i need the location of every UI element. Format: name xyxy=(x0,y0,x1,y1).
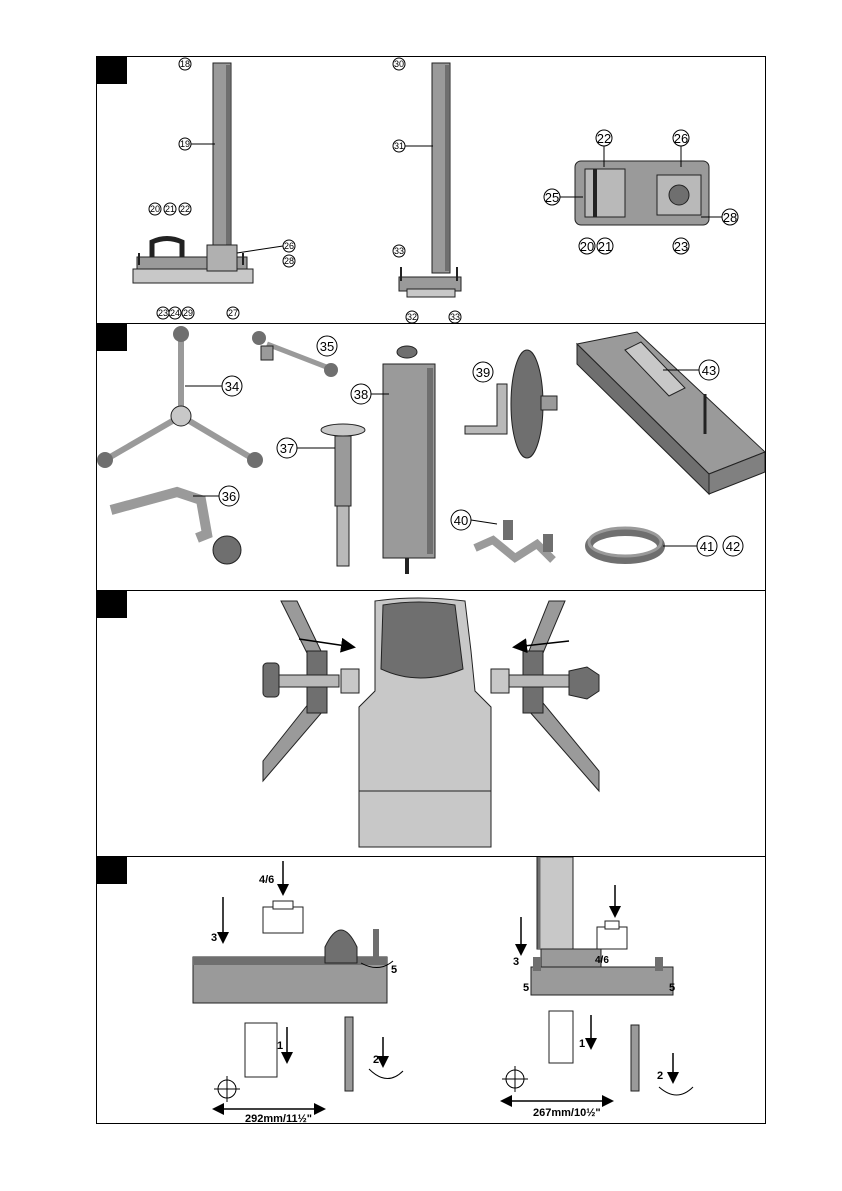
callout-31: 31 xyxy=(393,140,433,152)
svg-text:21: 21 xyxy=(598,239,612,254)
step-5-right-b: 5 xyxy=(669,982,675,994)
vacuum-spindle xyxy=(321,424,365,566)
callout-26: 26 xyxy=(237,240,295,253)
step-2-right: 2 xyxy=(657,1070,663,1082)
step-5-right-a: 5 xyxy=(523,982,529,994)
dimension-right: 267mm/10½" xyxy=(533,1107,601,1119)
svg-text:26: 26 xyxy=(674,131,688,146)
svg-text:30: 30 xyxy=(394,59,404,69)
svg-text:23: 23 xyxy=(158,308,168,318)
svg-text:20: 20 xyxy=(580,239,594,254)
svg-text:22: 22 xyxy=(180,204,190,214)
panel-1: 18 19 20 21 22 26 28 23 24 29 27 30 31 3… xyxy=(97,57,765,323)
svg-text:28: 28 xyxy=(284,256,294,266)
svg-text:34: 34 xyxy=(225,379,239,394)
base-plate-top-view xyxy=(575,161,709,225)
svg-text:32: 32 xyxy=(407,312,417,322)
callout-22: 22 xyxy=(179,203,191,215)
step-3-right: 3 xyxy=(513,956,519,968)
svg-text:43: 43 xyxy=(702,363,716,378)
svg-text:39: 39 xyxy=(476,365,490,380)
right-base-side-view xyxy=(502,857,673,1092)
panel-1-drawing: 18 19 20 21 22 26 28 23 24 29 27 30 31 3… xyxy=(97,57,765,323)
callout-32: 32 xyxy=(406,311,418,323)
callout-23: 23 xyxy=(157,307,169,319)
svg-text:23: 23 xyxy=(674,239,688,254)
callout-20-top: 20 xyxy=(579,238,595,254)
callout-21-top: 21 xyxy=(597,238,613,254)
rotate-2-left xyxy=(369,1069,403,1079)
svg-text:35: 35 xyxy=(320,339,334,354)
callout-34: 34 xyxy=(185,376,242,396)
svg-text:29: 29 xyxy=(183,308,193,318)
left-drill-stand xyxy=(133,63,253,283)
svg-text:21: 21 xyxy=(165,204,175,214)
callout-29: 29 xyxy=(182,307,194,319)
callout-33-bottom: 33 xyxy=(449,311,461,323)
left-base-side-view xyxy=(193,901,387,1102)
left-leg-assembly xyxy=(263,601,359,781)
callout-30: 30 xyxy=(393,58,405,70)
figure-frame: 18 19 20 21 22 26 28 23 24 29 27 30 31 3… xyxy=(96,56,766,1124)
svg-text:27: 27 xyxy=(228,308,238,318)
right-leg-assembly xyxy=(491,601,599,791)
callout-40: 40 xyxy=(451,510,497,530)
seal-ring xyxy=(589,528,661,560)
svg-text:33: 33 xyxy=(394,246,404,256)
panel-2: 34 35 36 37 xyxy=(97,324,765,590)
callout-39: 39 xyxy=(473,362,493,382)
callout-21: 21 xyxy=(164,203,176,215)
callout-24: 24 xyxy=(169,307,181,319)
callout-27: 27 xyxy=(227,307,239,319)
svg-text:33: 33 xyxy=(450,312,460,322)
vacuum-base-plate xyxy=(577,332,765,494)
svg-text:22: 22 xyxy=(597,131,611,146)
rail-clamp xyxy=(475,520,553,560)
panel-4: 4/6 3 5 1 2 292mm/11½" xyxy=(97,857,765,1123)
callout-28: 28 xyxy=(283,255,295,267)
svg-text:24: 24 xyxy=(170,308,180,318)
svg-text:36: 36 xyxy=(222,489,236,504)
callout-33-top: 33 xyxy=(393,245,405,257)
svg-text:25: 25 xyxy=(545,190,559,205)
column-section xyxy=(383,346,435,574)
dimension-left: 292mm/11½" xyxy=(245,1113,312,1123)
right-drill-stand xyxy=(399,63,461,297)
panel-3 xyxy=(97,591,765,856)
svg-text:18: 18 xyxy=(180,59,190,69)
step-1-right: 1 xyxy=(579,1038,585,1050)
svg-text:20: 20 xyxy=(150,204,160,214)
svg-text:28: 28 xyxy=(723,210,737,225)
step-1-left: 1 xyxy=(277,1040,283,1052)
panel-2-drawing: 34 35 36 37 xyxy=(97,324,765,590)
svg-text:40: 40 xyxy=(454,513,468,528)
step-5-left: 5 xyxy=(391,964,397,976)
tripod-legs xyxy=(97,326,263,468)
svg-text:37: 37 xyxy=(280,441,294,456)
callout-41: 41 xyxy=(663,536,717,556)
step-3-left: 3 xyxy=(211,932,217,944)
callout-37: 37 xyxy=(277,438,335,458)
svg-text:41: 41 xyxy=(700,539,714,554)
callout-35: 35 xyxy=(317,336,337,356)
svg-text:19: 19 xyxy=(180,139,190,149)
callout-42: 42 xyxy=(723,536,743,556)
callout-18: 18 xyxy=(179,58,191,70)
svg-text:31: 31 xyxy=(394,141,404,151)
svg-text:26: 26 xyxy=(284,241,294,251)
panel-3-drawing xyxy=(97,591,765,856)
svg-text:38: 38 xyxy=(354,387,368,402)
rotate-2-right xyxy=(659,1087,693,1095)
callout-23-top: 23 xyxy=(673,238,689,254)
step-46-left: 4/6 xyxy=(259,874,274,886)
callout-20: 20 xyxy=(149,203,161,215)
stand-column-front xyxy=(359,598,491,847)
step-2-left: 2 xyxy=(373,1054,379,1066)
callout-19: 19 xyxy=(179,138,215,150)
panel-4-drawing: 4/6 3 5 1 2 292mm/11½" xyxy=(97,857,765,1123)
svg-text:42: 42 xyxy=(726,539,740,554)
step-46-right: 4/6 xyxy=(595,955,609,966)
